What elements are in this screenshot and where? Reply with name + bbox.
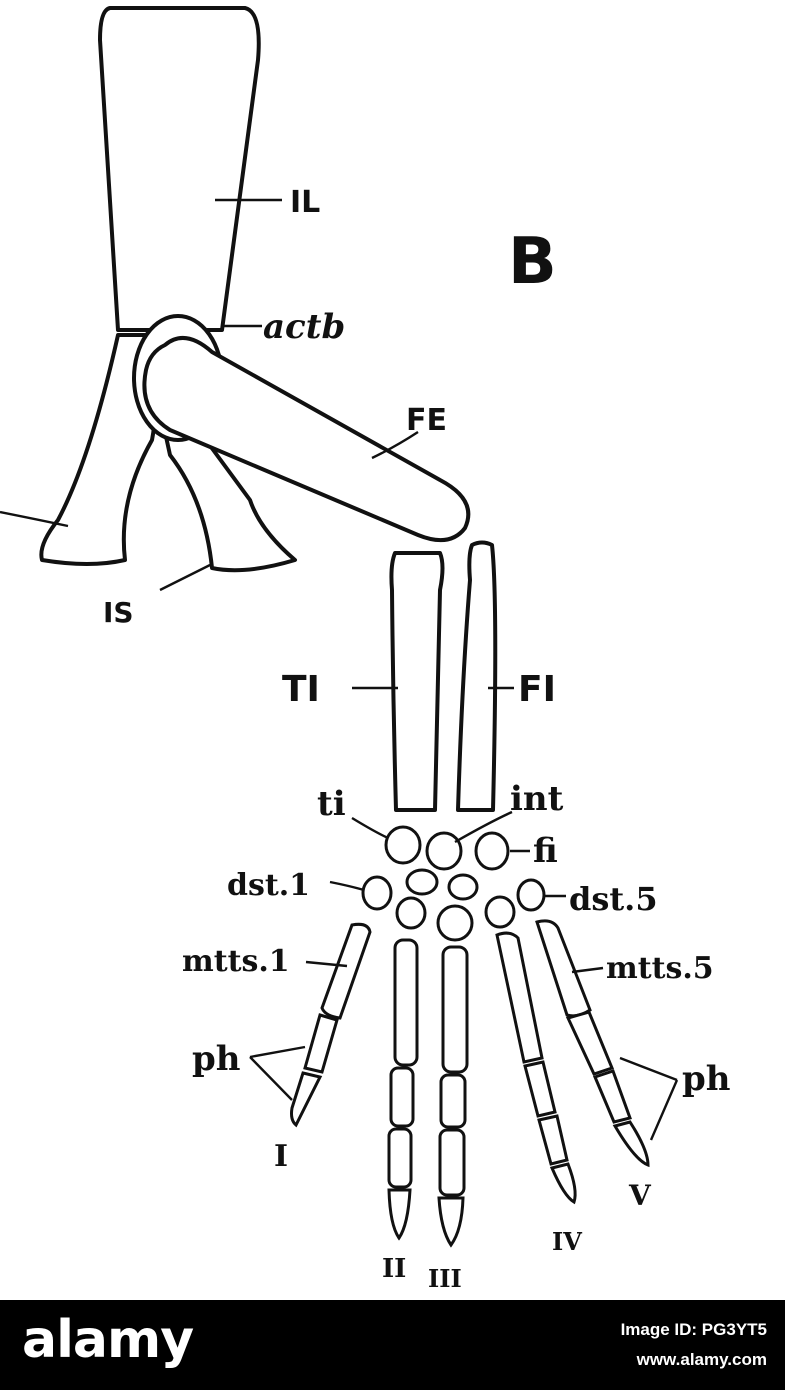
label-distal-tarsal-1: dst.1 (227, 868, 310, 903)
tibiale (384, 825, 422, 865)
tibia-bone (389, 551, 445, 812)
label-digit-5: V (628, 1179, 652, 1212)
digit-1 (290, 922, 372, 1128)
label-phalanges-right: ph (682, 1059, 731, 1099)
distal-tarsal-4 (484, 895, 516, 929)
label-tibia: TI (282, 669, 320, 710)
label-metatarsal-1: mtts.1 (182, 944, 290, 979)
digit-5 (535, 919, 650, 1168)
digit-3 (437, 945, 469, 1248)
distal-tarsal-5 (516, 878, 546, 912)
hindlimb-diagram: B IL actb FE IS TI FI ti int fi dst.1 ds… (0, 6, 731, 1293)
label-digit-4: IV (552, 1227, 582, 1256)
label-femur: FE (406, 403, 447, 438)
centrale-1 (405, 868, 439, 896)
centrale-2 (447, 873, 479, 901)
label-intermedium: int (510, 779, 564, 819)
label-digit-3: III (428, 1264, 462, 1293)
image-id: Image ID: PG3YT5 (620, 1320, 767, 1339)
digit-4 (495, 931, 577, 1205)
distal-tarsal-3 (436, 904, 474, 942)
label-acetabulum: actb (263, 307, 345, 347)
label-panel-letter: B (508, 225, 557, 299)
label-phalanges-left: ph (192, 1039, 241, 1079)
femur-bone (142, 336, 471, 543)
digit-2 (387, 938, 419, 1241)
fibula-bone (456, 540, 498, 812)
site-url: www.alamy.com (636, 1350, 767, 1369)
label-tibiale: ti (317, 784, 346, 824)
label-ischium: IS (103, 596, 134, 629)
distal-tarsal-1 (361, 875, 393, 911)
label-fibula: FI (518, 669, 556, 710)
label-distal-tarsal-5: dst.5 (569, 880, 658, 918)
distal-tarsal-2 (395, 896, 427, 930)
label-metatarsal-5: mtts.5 (606, 951, 714, 986)
label-digit-1: I (274, 1139, 288, 1174)
fibulare (474, 831, 510, 871)
alamy-logo: alamy (22, 1310, 194, 1370)
ilium-bone (98, 6, 261, 332)
footer-bar: alamy Image ID: PG3YT5 www.alamy.com (0, 1300, 785, 1390)
intermedium (425, 831, 463, 871)
label-fibulare: fi (533, 831, 558, 871)
label-digit-2: II (382, 1254, 406, 1284)
leader-lines (0, 198, 679, 1141)
label-ilium: IL (290, 185, 320, 220)
